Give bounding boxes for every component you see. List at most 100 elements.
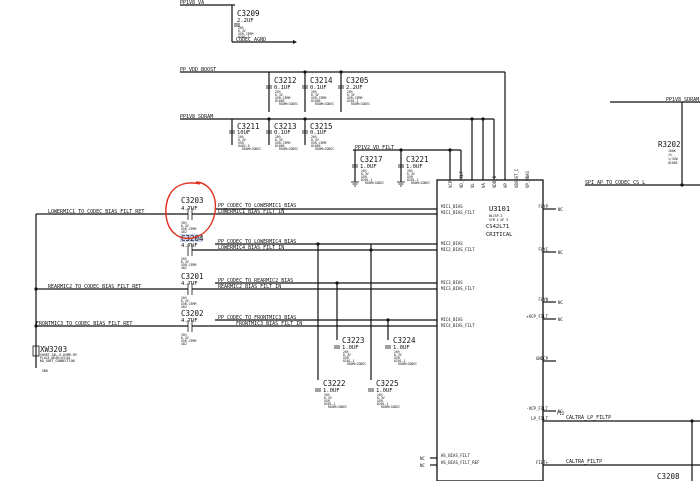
svg-text:MIC2_BIAS_FILT: MIC2_BIAS_FILT — [441, 247, 475, 252]
net-caltra-lp-filtp: CALTRA_LP_FILTP — [566, 415, 611, 421]
net-lowermic1-filt-in: LOWERMIC1_BIAS_FILT_IN — [218, 209, 284, 215]
svg-text:0402-9: 0402-9 — [238, 144, 250, 148]
resistor-r3202: R3202 100K 1% 1/32W 01005 — [658, 140, 681, 165]
net-frontmic3-filt-ret: FRONTMIC3_TO_CODEC_BIAS_FILT_RET — [36, 321, 132, 327]
svg-text:1.0UF: 1.0UF — [360, 164, 377, 170]
svg-text:VDD_B: VDD_B — [492, 175, 497, 188]
svg-text:6.3V: 6.3V — [407, 172, 415, 176]
svg-text:C3221: C3221 — [406, 155, 429, 164]
svg-text:402: 402 — [181, 342, 187, 346]
svg-text:VCP: VCP — [448, 180, 453, 188]
svg-text:6.3V: 6.3V — [347, 93, 355, 97]
capacitor-c3225: C3225 1.0UF 20% 6.3V X5R 0201-1 ROOM=COD… — [368, 379, 400, 409]
capacitor-c3205: C3205 2.2UF 20% 6.3V X5R-CERM 0201-1 ROO… — [338, 76, 370, 106]
svg-text:FILT+: FILT+ — [536, 460, 549, 465]
svg-text:ROOM=CODEC: ROOM=CODEC — [315, 102, 334, 106]
svg-text:6.3V: 6.3V — [238, 138, 246, 142]
nc-flyn: NC — [558, 300, 563, 305]
svg-text:X5R-CERM: X5R-CERM — [181, 302, 196, 306]
svg-text:0201-1: 0201-1 — [394, 359, 406, 363]
capacitor-c3201: C3201 4.7UF 20% 6.3V X5R-CERM 402 — [181, 272, 204, 309]
net-codec-agnd: CODEC_AGND — [236, 37, 266, 43]
svg-text:20%: 20% — [181, 333, 187, 337]
svg-text:0201-1: 0201-1 — [361, 178, 373, 182]
svg-text:MIC1_BIAS_FILT: MIC1_BIAS_FILT — [441, 210, 475, 215]
svg-text:402: 402 — [181, 230, 187, 234]
svg-text:20%: 20% — [181, 257, 187, 261]
svg-text:X5R-CERM: X5R-CERM — [311, 141, 326, 145]
svg-text:PLACE_NEAR=U3101: PLACE_NEAR=U3101 — [40, 356, 71, 360]
svg-text:ROOM=CODEC: ROOM=CODEC — [242, 147, 261, 151]
svg-text:0.1UF: 0.1UF — [274, 85, 291, 91]
net-pp-frontmic3-bias: PP_CODEC_TO_FRONTMIC3_BIAS — [218, 315, 296, 321]
svg-text:6.3V: 6.3V — [275, 93, 283, 97]
svg-text:2.2UF: 2.2UF — [237, 18, 254, 24]
svg-text:20%: 20% — [377, 393, 383, 397]
svg-text:0201-1: 0201-1 — [238, 35, 250, 39]
svg-text:100K: 100K — [668, 149, 676, 153]
svg-text:6.3V: 6.3V — [361, 172, 369, 176]
svg-text:6.3V: 6.3V — [181, 336, 189, 340]
svg-text:01005: 01005 — [311, 144, 321, 148]
svg-text:X5R-CERM: X5R-CERM — [347, 96, 362, 100]
net-pp-vdd-boost: PP_VDD_BOOST — [180, 67, 216, 73]
svg-text:C3205: C3205 — [346, 76, 369, 85]
short-xw3203: XW3203 SHORT-20L-0.05MM-SM PLACE_NEAR=U3… — [32, 345, 77, 373]
svg-text:MIC4_BIAS_FILT: MIC4_BIAS_FILT — [441, 323, 475, 328]
svg-text:6.3V: 6.3V — [394, 353, 402, 357]
svg-text:20%: 20% — [275, 135, 281, 139]
nc-flyp: NC — [558, 207, 563, 212]
net-pp1v2-vd-filt: PP1V2_VD_FILT — [355, 145, 394, 151]
svg-text:2.2UF: 2.2UF — [346, 85, 363, 91]
svg-text:CS42L71: CS42L71 — [486, 224, 509, 230]
svg-text:20%: 20% — [181, 296, 187, 300]
svg-text:C3215: C3215 — [310, 122, 333, 131]
capacitor-c3221: C3221 1.0UF 20% 6.3V X5R 0201-1 ROOM=COD… — [398, 155, 430, 185]
capacitor-c3215: C3215 0.1UF 20% 6.3V X5R-CERM 01005 ROOM… — [302, 122, 334, 151]
svg-text:4.7UF: 4.7UF — [181, 281, 198, 287]
svg-text:20%: 20% — [343, 350, 349, 354]
svg-text:20%: 20% — [407, 169, 413, 173]
ic-u3101: U3101 WLCSP-3 SYM 4 OF 5 CS42L71 CRITICA… — [436, 168, 565, 481]
svg-text:MIC3_BIAS: MIC3_BIAS — [441, 280, 463, 285]
svg-text:WLCSP-3: WLCSP-3 — [489, 214, 503, 218]
capacitor-c3202: C3202 4.7UF 20% 6.3V X5R-CERM 402 — [181, 309, 204, 346]
svg-text:01005: 01005 — [311, 99, 321, 103]
svg-text:01005: 01005 — [668, 161, 678, 165]
svg-text:X5R-CERM: X5R-CERM — [311, 96, 326, 100]
svg-text:C3203: C3203 — [181, 196, 204, 205]
svg-text:C3223: C3223 — [342, 336, 365, 345]
capacitor-c3203: C3203 4.7UF 20% 6.3V X5R-CERM 402 — [181, 196, 204, 234]
svg-text:20%: 20% — [361, 169, 367, 173]
svg-text:GND: GND — [42, 369, 48, 373]
svg-text:20%: 20% — [238, 26, 244, 30]
svg-text:1.0UF: 1.0UF — [342, 345, 359, 351]
capacitor-c3213: C3213 0.1UF 20% 6.3V X5R-CERM 01005 ROOM… — [266, 122, 298, 151]
net-frontmic3-filt-in: FRONTMIC3_BIAS_FILT_IN — [236, 321, 302, 327]
svg-text:LP_FILT: LP_FILT — [531, 416, 548, 421]
svg-text:X5R: X5R — [377, 399, 383, 403]
svg-text:1.0UF: 1.0UF — [323, 388, 340, 394]
svg-text:402: 402 — [181, 266, 187, 270]
svg-text:U3101: U3101 — [489, 205, 510, 213]
svg-text:4.7UF: 4.7UF — [181, 243, 198, 249]
svg-text:ROOM=CODEC: ROOM=CODEC — [347, 362, 366, 366]
net-pp-lowermic4-bias: PP_CODEC_TO_LOWERMIC4_BIAS — [218, 239, 296, 245]
nc-flyc: NC — [558, 250, 563, 255]
svg-text:X5R-CERM: X5R-CERM — [181, 263, 196, 267]
svg-text:X5R-CERM: X5R-CERM — [275, 96, 290, 100]
svg-text:C3201: C3201 — [181, 272, 204, 281]
svg-text:0201-1: 0201-1 — [407, 178, 419, 182]
net-rearmic2-filt-in: REARMIC2_BIAS_FILT_IN — [218, 284, 281, 290]
svg-text:0201-1: 0201-1 — [343, 359, 355, 363]
net-pp1v8-sdram: PP1V8_SDRAM — [180, 114, 213, 120]
annotation-circle — [165, 181, 217, 240]
svg-text:20%: 20% — [238, 135, 244, 139]
capacitor-c3208: C3208 — [657, 472, 680, 481]
net-caltra-filtp: CALTRA_FILTP — [566, 459, 602, 465]
svg-text:ROOM=CODEC: ROOM=CODEC — [398, 362, 417, 366]
svg-text:X5R-CERM: X5R-CERM — [275, 141, 290, 145]
svg-text:C3214: C3214 — [310, 76, 333, 85]
capacitor-c3223: C3223 1.0UF 20% 6.3V X5R 0201-1 ROOM=COD… — [334, 336, 366, 366]
